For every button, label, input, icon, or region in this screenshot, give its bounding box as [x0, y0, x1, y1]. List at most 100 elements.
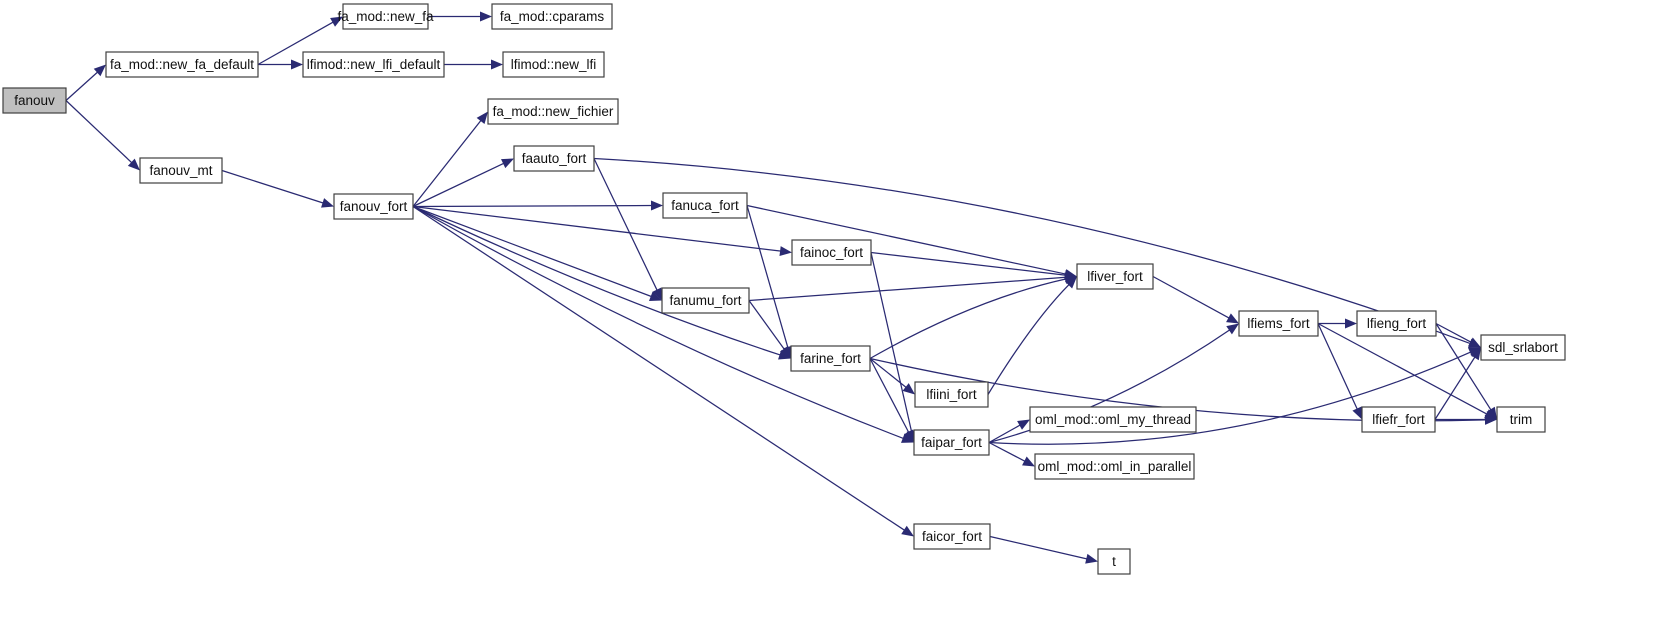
node-label: farine_fort	[800, 351, 861, 366]
node-label: lfieng_fort	[1367, 316, 1427, 331]
node-oml_in_parallel[interactable]: oml_mod::oml_in_parallel	[1034, 453, 1195, 480]
edge-fa_mod_new_fa_default-to-lfimod_new_lfi_default	[258, 59, 303, 70]
node-oml_my_thread[interactable]: oml_mod::oml_my_thread	[1029, 406, 1197, 433]
node-box[interactable]	[914, 381, 989, 408]
edge-fanouv_fort-to-faipar_fort	[412, 205, 914, 443]
edge-faipar_fort-to-oml_in_parallel	[988, 441, 1035, 467]
node-box[interactable]	[1480, 334, 1566, 361]
node-label: fanouv	[14, 93, 55, 108]
edge-fanouv_fort-to-faauto_fort	[412, 158, 514, 208]
node-label: t	[1112, 554, 1116, 569]
node-label: trim	[1510, 412, 1533, 427]
node-label: lfiini_fort	[926, 387, 977, 402]
node-fanouv_fort[interactable]: fanouv_fort	[333, 193, 414, 220]
node-fanuca_fort[interactable]: fanuca_fort	[662, 192, 748, 219]
node-box[interactable]	[661, 287, 750, 314]
edge-layer	[65, 11, 1497, 564]
node-box[interactable]	[791, 239, 872, 266]
node-label: sdl_srlabort	[1488, 340, 1558, 355]
node-box[interactable]	[662, 192, 748, 219]
node-box[interactable]	[2, 87, 67, 114]
node-label: oml_mod::oml_in_parallel	[1038, 459, 1192, 474]
node-box[interactable]	[1361, 406, 1436, 433]
node-box[interactable]	[105, 51, 259, 78]
edge-faipar_fort-to-sdl_srlabort	[988, 347, 1481, 445]
arrow-head-icon	[93, 64, 106, 77]
node-box[interactable]	[487, 98, 619, 125]
arrow-head-icon	[904, 429, 914, 443]
node-box[interactable]	[1034, 453, 1195, 480]
node-faauto_fort[interactable]: faauto_fort	[513, 145, 595, 172]
node-lfieng_fort[interactable]: lfieng_fort	[1356, 310, 1437, 337]
node-faipar_fort[interactable]: faipar_fort	[913, 429, 990, 456]
node-box[interactable]	[1356, 310, 1437, 337]
node-faicor_fort[interactable]: faicor_fort	[913, 523, 991, 550]
edge-farine_fort-to-faipar_fort	[869, 358, 914, 443]
node-label: lfimod::new_lfi	[511, 57, 597, 72]
arrow-head-icon	[1468, 347, 1481, 357]
node-fa_mod_cparams[interactable]: fa_mod::cparams	[491, 3, 613, 30]
node-label: lfimod::new_lfi_default	[307, 57, 441, 72]
node-t[interactable]: t	[1097, 548, 1131, 575]
edge-fainoc_fort-to-faipar_fort	[870, 252, 917, 443]
arrow-head-icon	[1485, 414, 1497, 425]
node-fainoc_fort[interactable]: fainoc_fort	[791, 239, 872, 266]
edge-fanouv_fort-to-fanuca_fort	[412, 200, 663, 211]
node-farine_fort[interactable]: farine_fort	[790, 345, 871, 372]
node-label: fanuca_fort	[671, 198, 739, 213]
node-fa_mod_new_fa[interactable]: fa_mod::new_fa	[337, 3, 434, 30]
arrow-head-icon	[779, 246, 792, 257]
node-label: fa_mod::new_fa_default	[110, 57, 254, 72]
node-box[interactable]	[502, 51, 605, 78]
node-box[interactable]	[913, 523, 991, 550]
node-box[interactable]	[491, 3, 613, 30]
node-box[interactable]	[342, 3, 429, 30]
arrow-head-icon	[1022, 456, 1035, 467]
node-box[interactable]	[1097, 548, 1131, 575]
node-box[interactable]	[513, 145, 595, 172]
node-box[interactable]	[1029, 406, 1197, 433]
node-sdl_srlabort[interactable]: sdl_srlabort	[1480, 334, 1566, 361]
node-lfiems_fort[interactable]: lfiems_fort	[1238, 310, 1319, 337]
arrow-head-icon	[1345, 318, 1357, 329]
edge-fanuca_fort-to-farine_fort	[746, 205, 793, 359]
arrow-head-icon	[901, 525, 914, 537]
arrow-head-icon	[1085, 553, 1098, 564]
node-box[interactable]	[302, 51, 445, 78]
node-box[interactable]	[790, 345, 871, 372]
arrow-head-icon	[1065, 276, 1077, 289]
arrow-head-icon	[1226, 323, 1239, 335]
node-fanouv_mt[interactable]: fanouv_mt	[139, 157, 223, 184]
node-box[interactable]	[139, 157, 223, 184]
node-label: fa_mod::new_fichier	[493, 104, 614, 119]
node-lfimod_new_lfi_default[interactable]: lfimod::new_lfi_default	[302, 51, 445, 78]
arrow-head-icon	[649, 291, 662, 301]
arrow-head-icon	[1352, 406, 1362, 420]
edge-fainoc_fort-to-lfiver_fort	[870, 251, 1077, 281]
node-box[interactable]	[913, 429, 990, 456]
edge-lfiefr_fort-to-sdl_srlabort	[1434, 347, 1481, 420]
arrow-head-icon	[901, 433, 914, 443]
node-fanumu_fort[interactable]: fanumu_fort	[661, 287, 750, 314]
node-lfiefr_fort[interactable]: lfiefr_fort	[1361, 406, 1436, 433]
edge-fanouv_fort-to-faicor_fort	[412, 205, 914, 537]
node-fa_mod_new_fichier[interactable]: fa_mod::new_fichier	[487, 98, 619, 125]
node-lfiini_fort[interactable]: lfiini_fort	[914, 381, 989, 408]
arrow-head-icon	[1468, 337, 1481, 348]
node-fa_mod_new_fa_default[interactable]: fa_mod::new_fa_default	[105, 51, 259, 78]
node-box[interactable]	[1238, 310, 1319, 337]
node-lfiver_fort[interactable]: lfiver_fort	[1076, 263, 1154, 290]
node-lfimod_new_lfi[interactable]: lfimod::new_lfi	[502, 51, 605, 78]
arrow-head-icon	[652, 287, 662, 301]
node-box[interactable]	[1076, 263, 1154, 290]
node-label: fainoc_fort	[800, 245, 863, 260]
arrow-head-icon	[1470, 347, 1481, 361]
edge-lfiini_fort-to-lfiver_fort	[987, 276, 1077, 395]
edge-fanumu_fort-to-lfiver_fort	[748, 272, 1077, 302]
node-box[interactable]	[333, 193, 414, 220]
node-box[interactable]	[1496, 406, 1546, 433]
edge-fa_mod_new_fa-to-fa_mod_cparams	[428, 11, 492, 22]
node-fanouv[interactable]: fanouv	[2, 87, 67, 114]
node-trim[interactable]: trim	[1496, 406, 1546, 433]
